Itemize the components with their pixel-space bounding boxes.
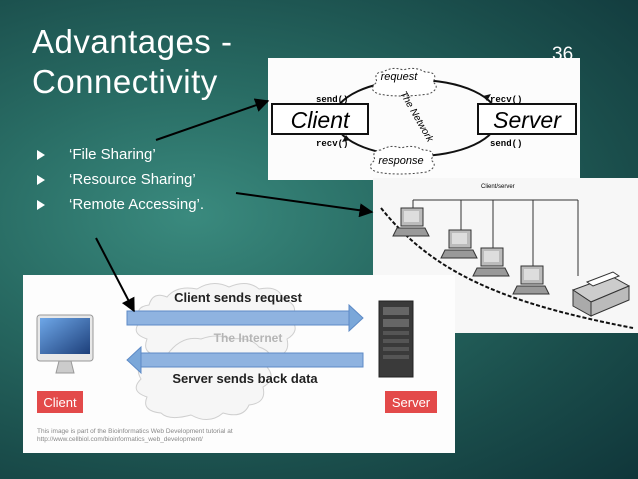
- client-label: Client: [291, 107, 351, 133]
- bullet-triangle-icon: [37, 199, 45, 210]
- internet-diagram-svg: Client sends request The Internet Server…: [36, 283, 437, 443]
- bullet-item: ‘Remote Accessing’.: [37, 192, 204, 217]
- bullet-list: ‘File Sharing’ ‘Resource Sharing’ ‘Remot…: [37, 142, 204, 217]
- response-arrowhead: [126, 345, 142, 375]
- server-badge: [385, 391, 437, 413]
- credit-line-2: http://www.cellbiol.com/bioinformatics_w…: [37, 436, 203, 443]
- client-server-socket-diagram: request response The Network Client Serv…: [268, 58, 580, 180]
- credit-line-1: This image is part of the Bioinformatics…: [37, 428, 233, 435]
- bullet-triangle-icon: [37, 149, 45, 160]
- internet-request-diagram: Client sends request The Internet Server…: [23, 275, 455, 453]
- computer-icon: [392, 200, 430, 237]
- computer-icon: [440, 200, 478, 259]
- network-caption: Client/server: [481, 184, 515, 190]
- server-tower-icon: [378, 300, 414, 378]
- request-label: request: [381, 71, 419, 83]
- server-badge-label: Server: [392, 395, 431, 410]
- client-recv-label: recv(): [316, 139, 348, 149]
- response-arrowhead: [342, 135, 350, 142]
- client-badge: [37, 391, 83, 413]
- bullet-text: ‘File Sharing’: [69, 145, 156, 163]
- bullet-item: ‘File Sharing’: [37, 142, 204, 167]
- printer-icon: [571, 200, 631, 317]
- request-arrowhead: [348, 303, 364, 333]
- file-sharing-arrow: [155, 98, 270, 141]
- response-label: response: [378, 155, 423, 167]
- socket-diagram-svg: request response The Network Client Serv…: [271, 67, 577, 175]
- computer-icon: [512, 200, 550, 295]
- resource-sharing-arrow: [235, 192, 374, 218]
- server-recv-label: recv(): [490, 95, 522, 105]
- client-box: [271, 103, 369, 135]
- imac-icon: [36, 314, 94, 374]
- response-caption: Server sends back data: [172, 371, 318, 386]
- remote-accessing-arrow: [95, 237, 135, 313]
- bullet-triangle-icon: [37, 174, 45, 185]
- network-diagram-svg: Client/server: [380, 184, 634, 329]
- response-cloud: [370, 145, 435, 175]
- title-line-1: Advantages -: [32, 23, 233, 60]
- request-cloud: [372, 67, 437, 97]
- bullet-text: ‘Remote Accessing’.: [69, 195, 205, 213]
- server-send-label: send(): [490, 139, 522, 149]
- client-badge-label: Client: [43, 395, 77, 410]
- bullet-text: ‘Resource Sharing’: [69, 170, 196, 188]
- slide-title: Advantages - Connectivity: [32, 22, 232, 102]
- computer-icon: [472, 200, 510, 277]
- client-send-label: send(): [316, 95, 348, 105]
- request-caption: Client sends request: [174, 290, 303, 305]
- server-box: [477, 103, 577, 135]
- server-label: Server: [493, 107, 562, 133]
- title-line-2: Connectivity: [32, 63, 218, 100]
- bullet-item: ‘Resource Sharing’: [37, 167, 204, 192]
- internet-caption: The Internet: [214, 331, 283, 345]
- request-arrowhead: [483, 94, 491, 101]
